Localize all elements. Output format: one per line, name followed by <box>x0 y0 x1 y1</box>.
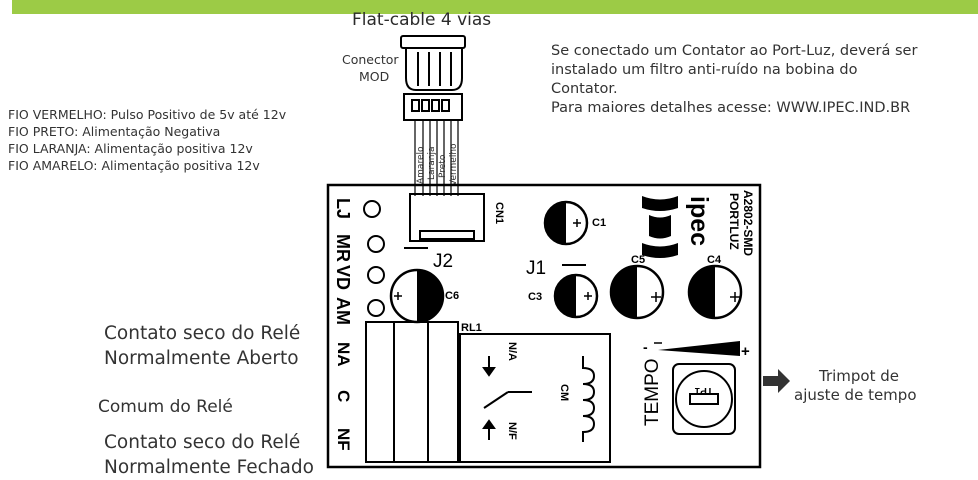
tempo-scale <box>654 341 740 356</box>
trimpot-tp1 <box>672 363 736 435</box>
trimpot-label-line1: Trimpot de <box>819 367 900 385</box>
model-line1: PORTLUZ <box>727 193 741 250</box>
terminal-nf: NF <box>334 428 353 451</box>
led-label-vd: VD <box>333 265 353 290</box>
c-label: Comum do Relé <box>98 397 233 417</box>
c6-label: C6 <box>445 290 459 302</box>
led-label-mr: MR <box>333 234 353 262</box>
capacitor-c4 <box>687 264 743 320</box>
flat-cable-wires <box>414 120 459 196</box>
tempo-label: TEMPO <box>642 358 663 426</box>
rl1-label: RL1 <box>461 322 482 334</box>
wire-legend-yellow: FIO AMARELO: Alimentação positiva 12v <box>8 158 260 173</box>
nf-label-line1: Contato seco do Relé <box>104 432 301 453</box>
note-line-3: Contator. <box>551 81 618 97</box>
capacitor-c6 <box>389 268 445 324</box>
wire-name-vermelho: Vermelho <box>449 143 459 186</box>
c1-label: C1 <box>592 217 606 229</box>
na-label-line1: Contato seco do Relé <box>104 323 301 344</box>
c5-label: C5 <box>631 254 645 266</box>
tempo-plus: + <box>741 343 750 360</box>
relay-rl1 <box>459 333 611 463</box>
terminal-na: NA <box>334 342 353 367</box>
note-line-2: instalado um filtro anti-ruído na bobina… <box>551 62 858 78</box>
note-line-1: Se conectado um Contator ao Port-Luz, de… <box>551 43 918 59</box>
nf-label-line2: Normalmente Fechado <box>104 457 314 478</box>
top-accent-bar <box>0 0 978 14</box>
wire-name-preto: Preto <box>438 154 448 178</box>
wire-name-amarelo: Amarelo <box>416 146 426 184</box>
j2-label: J2 <box>433 251 453 272</box>
connector-mod <box>400 35 466 121</box>
wire-name-laranja: Laranja <box>427 147 437 180</box>
cn1-connector <box>409 193 485 242</box>
pcb-outline <box>326 183 762 469</box>
cn1-label: CN1 <box>493 202 505 224</box>
wire-legend-red: FIO VERMELHO: Pulso Positivo de 5v até 1… <box>8 107 287 122</box>
model-line2: A2802-SMD <box>741 190 755 256</box>
led-indicators <box>363 200 385 317</box>
connector-label-line2: MOD <box>359 69 390 84</box>
brand-text: ipec <box>685 196 713 246</box>
capacitor-c5 <box>609 264 665 320</box>
wire-legend-orange: FIO LARANJA: Alimentação positiva 12v <box>8 141 253 156</box>
tempo-minus: - <box>643 339 648 355</box>
flat-cable-label: Flat-cable 4 vias <box>352 10 492 30</box>
tp1-label: TP1 <box>694 385 713 396</box>
j1-label: J1 <box>526 258 546 279</box>
capacitor-c3 <box>553 273 599 319</box>
terminal-c: C <box>334 390 353 402</box>
connector-label-line1: Conector <box>342 52 399 67</box>
c3-label: C3 <box>528 291 542 303</box>
top-corner-square <box>0 0 14 14</box>
na-label-line2: Normalmente Aberto <box>104 348 299 369</box>
relay-na-contact: N/A <box>506 342 518 361</box>
led-label-am: AM <box>333 297 353 325</box>
trimpot-label-line2: ajuste de tempo <box>794 386 917 404</box>
led-label-lj: LJ <box>333 198 353 219</box>
relay-contacts <box>482 356 532 440</box>
c4-label: C4 <box>707 254 722 266</box>
trimpot-arrow-icon <box>763 369 790 393</box>
relay-nf-contact: N/F <box>506 422 518 440</box>
terminal-block <box>365 321 459 463</box>
capacitor-c1 <box>543 200 589 246</box>
note-line-4: Para maiores detalhes acesse: WWW.IPEC.I… <box>551 100 911 116</box>
wire-legend-black: FIO PRETO: Alimentação Negativa <box>8 124 221 139</box>
ipec-logo <box>642 196 678 258</box>
relay-coil-label: CM <box>558 384 570 401</box>
relay-coil <box>582 356 596 442</box>
